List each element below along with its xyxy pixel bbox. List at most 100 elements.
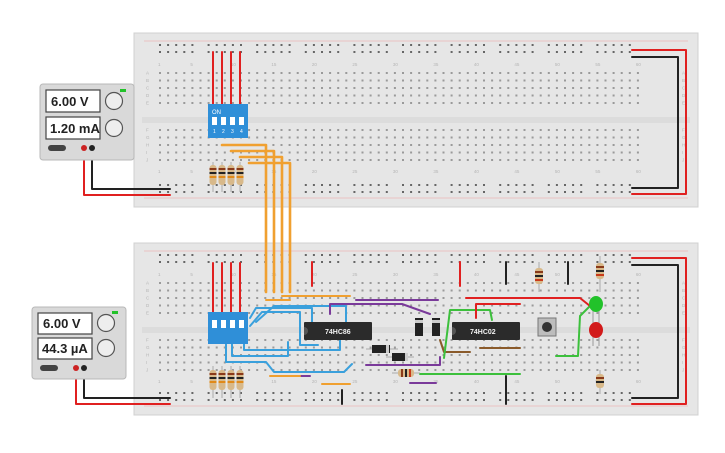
row-letter: B — [146, 288, 149, 293]
current-knob-1[interactable] — [104, 118, 124, 138]
column-number: 5 — [190, 272, 193, 277]
wire-30[interactable] — [329, 303, 431, 315]
dip-toggle-2-1[interactable] — [212, 320, 217, 328]
wire-38[interactable] — [443, 309, 493, 359]
resistor-top-3[interactable] — [227, 162, 235, 192]
row-letter: C — [682, 296, 686, 301]
wire-18[interactable] — [229, 149, 276, 294]
column-number: 30 — [393, 62, 399, 67]
diode-2[interactable] — [432, 318, 440, 336]
voltage-knob-2[interactable] — [96, 313, 116, 333]
diode-1[interactable] — [415, 318, 423, 336]
resistor-upper-1[interactable] — [535, 262, 543, 292]
column-number: 50 — [555, 169, 561, 174]
chip-74hc86[interactable]: 74HC86 — [304, 322, 372, 340]
wire-1[interactable] — [83, 149, 171, 196]
led-red[interactable] — [589, 322, 603, 346]
row-letter: D — [682, 93, 686, 98]
current-knob-2[interactable] — [96, 338, 116, 358]
power-supply-1[interactable]: 6.00 V 1.20 mA — [39, 83, 135, 161]
wire-40[interactable] — [555, 305, 591, 357]
column-number: 1 — [158, 169, 161, 174]
row-letter: C — [682, 86, 686, 91]
wire-20[interactable] — [247, 161, 292, 294]
power-supply-2[interactable]: 6.00 V 44.3 µA — [31, 306, 127, 380]
column-number: 25 — [352, 169, 358, 174]
resistor-middle[interactable] — [392, 369, 420, 377]
dip-toggle-1-3[interactable] — [230, 117, 235, 125]
push-button[interactable] — [537, 317, 557, 337]
column-number: 40 — [474, 62, 480, 67]
resistor-bottom-3[interactable] — [227, 366, 235, 398]
column-number: 5 — [190, 379, 193, 384]
dip-toggle-1-2[interactable] — [221, 117, 226, 125]
wire-31[interactable] — [365, 356, 441, 366]
wire-23[interactable] — [249, 307, 313, 323]
row-letter: J — [146, 158, 148, 163]
dip-switch-2[interactable] — [208, 312, 248, 344]
power-switch-2[interactable] — [40, 365, 58, 371]
column-number: 40 — [474, 379, 480, 384]
resistor-top-4[interactable] — [236, 162, 244, 192]
row-letter: F — [682, 128, 685, 133]
negative-terminal-1[interactable] — [89, 145, 95, 151]
dip-number-1-4: 4 — [240, 129, 243, 135]
status-led-1 — [120, 89, 126, 92]
column-number: 30 — [393, 379, 399, 384]
row-letter: I — [146, 360, 147, 365]
dip-toggle-2-4[interactable] — [239, 320, 244, 328]
wire-5[interactable] — [631, 49, 687, 195]
dip-toggle-1-4[interactable] — [239, 117, 244, 125]
wire-8[interactable] — [631, 264, 679, 399]
chip-notch-2 — [452, 327, 456, 335]
negative-terminal-2[interactable] — [81, 365, 87, 371]
voltage-knob-1[interactable] — [104, 91, 124, 111]
row-letter: E — [682, 101, 685, 106]
wire-19[interactable] — [238, 155, 284, 294]
resistor-top-1[interactable] — [209, 162, 217, 192]
column-number: 35 — [433, 379, 439, 384]
dip-number-1-3: 3 — [231, 129, 234, 135]
column-number: 50 — [555, 272, 561, 277]
power-switch-1[interactable] — [48, 145, 66, 151]
row-letter: G — [682, 135, 686, 140]
positive-terminal-1[interactable] — [81, 145, 87, 151]
diode-4[interactable] — [386, 353, 414, 361]
column-number: 45 — [514, 272, 520, 277]
wire-24[interactable] — [249, 311, 319, 346]
column-number: 50 — [555, 379, 561, 384]
diode-3[interactable] — [366, 345, 398, 353]
wire-6[interactable] — [631, 56, 679, 189]
current-display-1 — [45, 116, 101, 140]
wire-17[interactable] — [220, 143, 268, 294]
column-number: 35 — [433, 62, 439, 67]
wire-27[interactable] — [225, 343, 353, 373]
wire-43[interactable] — [465, 297, 591, 307]
resistor-bottom-1[interactable] — [209, 366, 217, 398]
resistor-lower-right[interactable] — [596, 370, 604, 394]
column-number: 35 — [433, 169, 439, 174]
dip-toggle-2-2[interactable] — [221, 320, 226, 328]
wire-7[interactable] — [631, 257, 687, 405]
resistor-top-2[interactable] — [218, 162, 226, 192]
resistor-upper-2[interactable] — [596, 256, 604, 292]
wire-25[interactable] — [243, 339, 341, 351]
status-led-2 — [112, 311, 118, 314]
wire-28[interactable] — [255, 305, 347, 323]
wire-2[interactable] — [91, 149, 171, 190]
dip-toggle-1-1[interactable] — [212, 117, 217, 125]
column-number: 1 — [158, 379, 161, 384]
chip-74hc02[interactable]: 74HC02 — [452, 322, 520, 340]
row-letter: B — [682, 288, 685, 293]
row-letter: C — [146, 86, 150, 91]
resistor-bottom-2[interactable] — [218, 366, 226, 398]
resistor-bottom-4[interactable] — [236, 366, 244, 398]
dip-toggle-2-3[interactable] — [230, 320, 235, 328]
wire-3[interactable] — [75, 369, 171, 405]
row-letter: H — [146, 143, 149, 148]
dip-switch-1[interactable]: ON 1 2 3 4 — [208, 104, 248, 138]
positive-terminal-2[interactable] — [73, 365, 79, 371]
wire-26[interactable] — [231, 341, 289, 357]
wire-44[interactable] — [475, 303, 521, 319]
